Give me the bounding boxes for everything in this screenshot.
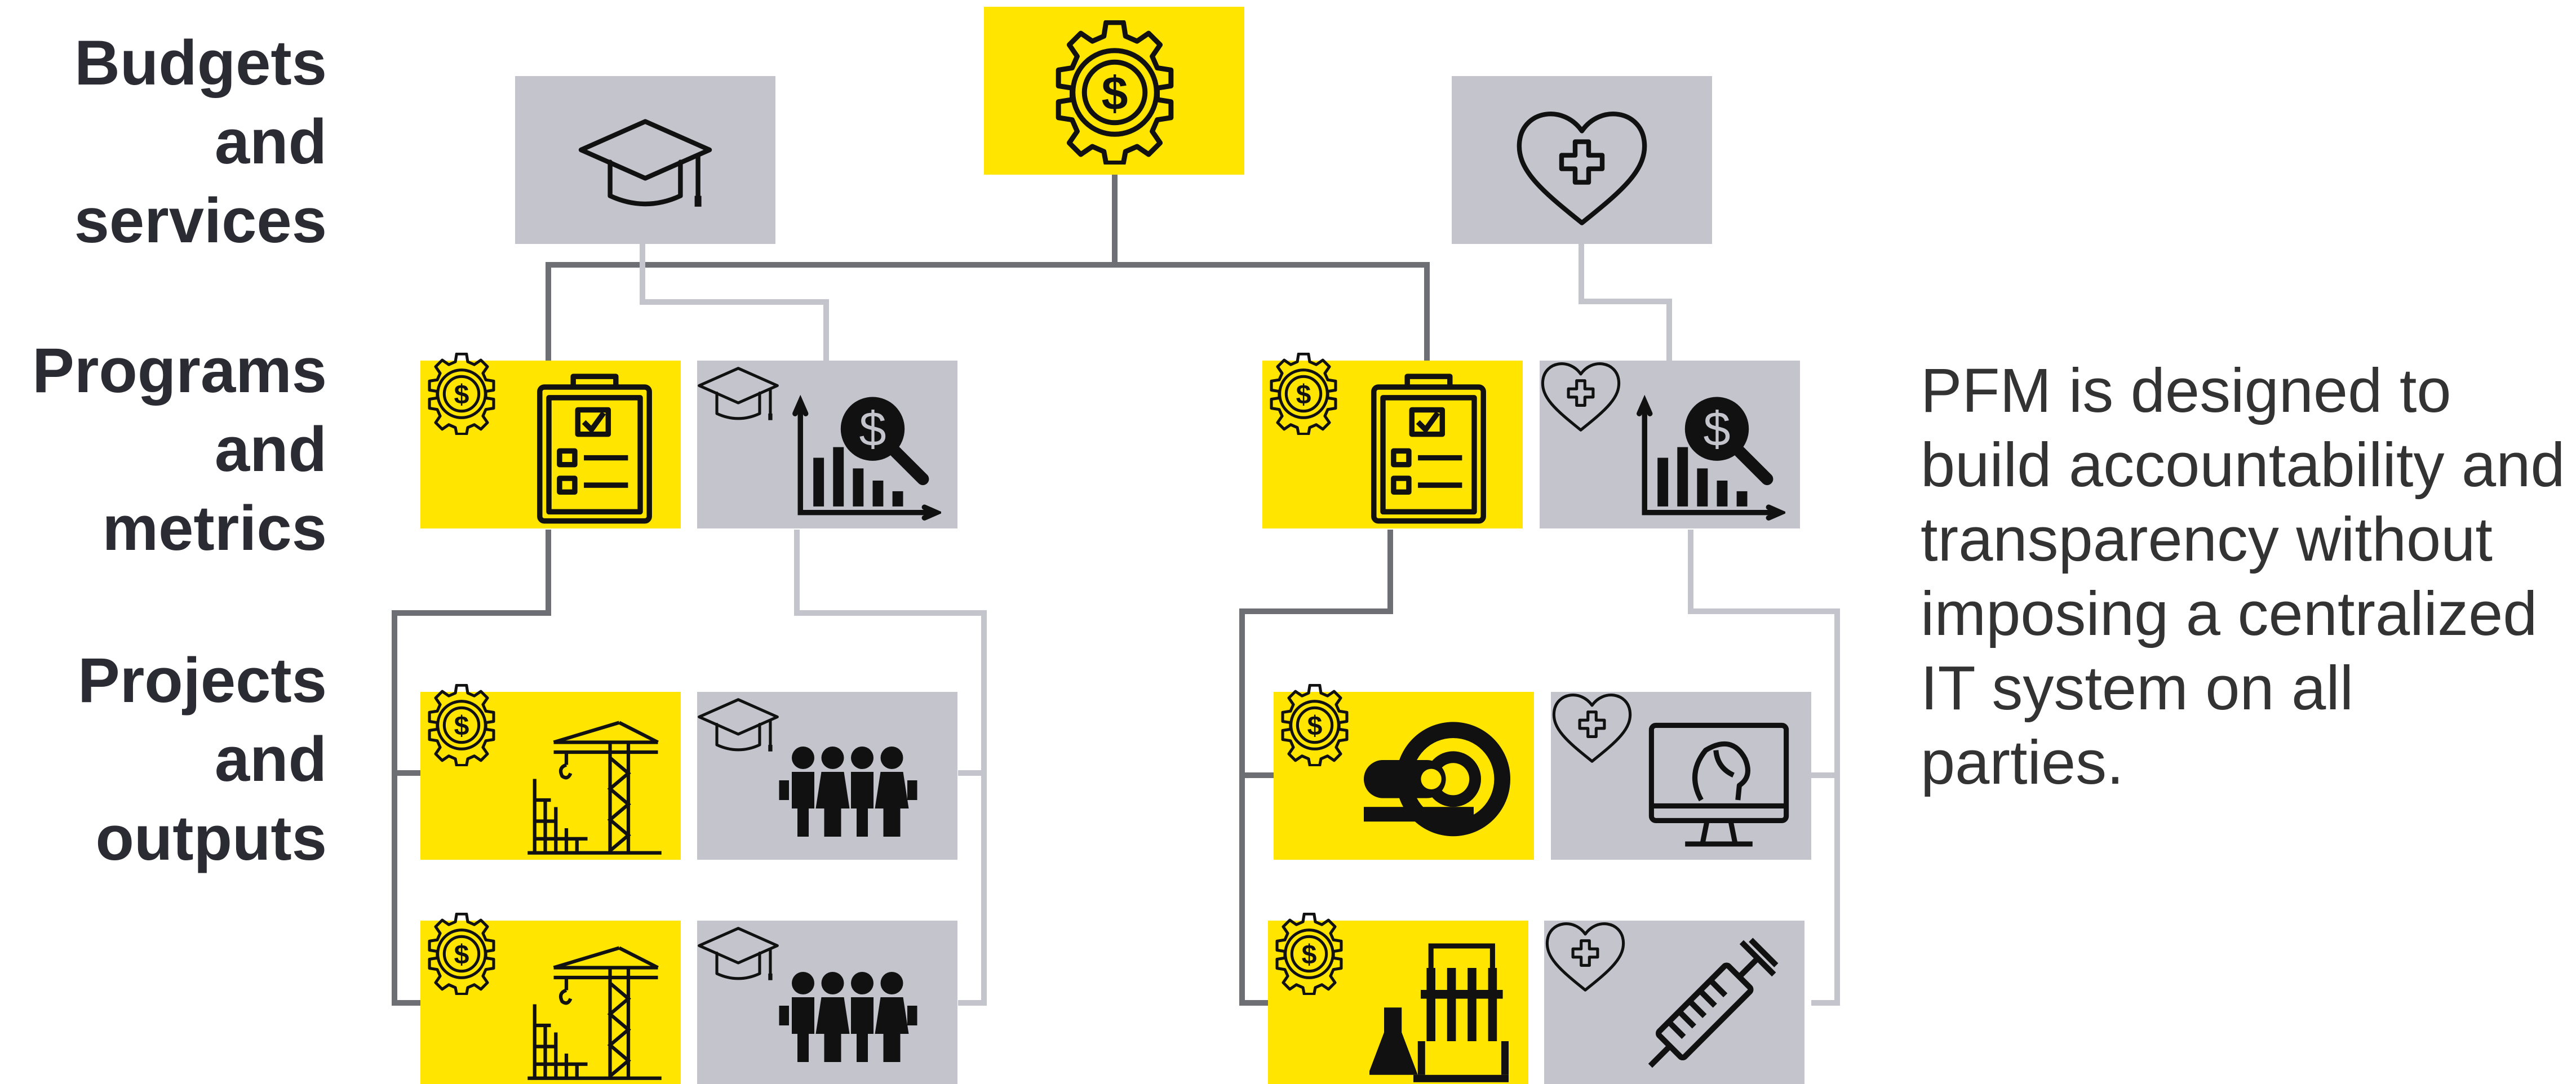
connector-education-projects	[794, 530, 987, 1006]
connector-health-program	[1579, 242, 1672, 361]
node-education-program	[697, 361, 957, 528]
summary-text: PFM is designed to build accountability …	[1921, 356, 2565, 797]
node-health-project-1	[1551, 692, 1811, 860]
node-health	[1452, 76, 1712, 244]
node-education-project-2	[697, 921, 957, 1084]
node-box	[1544, 921, 1804, 1084]
row-label-budgets: Budgets and services	[74, 28, 327, 256]
node-box	[1452, 76, 1712, 244]
node-finance-program-health	[1262, 354, 1523, 528]
node-finance	[984, 7, 1244, 175]
node-finance-project-1	[420, 685, 681, 860]
node-finance-project-4	[1268, 914, 1528, 1084]
node-box	[515, 76, 775, 244]
node-box	[1551, 692, 1811, 860]
node-education-project-1	[697, 692, 957, 860]
connector-finance-projects-right	[1239, 530, 1393, 1006]
row-label-projects: Projects and outputs	[78, 645, 327, 873]
node-box	[1540, 361, 1800, 528]
connector-lines	[392, 169, 1840, 1006]
connector-health-projects	[1688, 530, 1840, 1006]
node-health-program	[1540, 361, 1800, 528]
connector-finance-projects-left	[392, 530, 551, 1006]
node-finance-project-3	[1274, 685, 1534, 860]
row-label-programs: Programs and metrics	[32, 335, 327, 563]
node-education	[515, 76, 775, 244]
node-box	[697, 361, 957, 528]
connector-finance-root	[546, 169, 1430, 362]
node-finance-project-2	[420, 914, 681, 1084]
connector-education-program	[640, 242, 829, 361]
node-health-project-2	[1544, 921, 1804, 1084]
node-finance-program-education	[420, 354, 681, 528]
